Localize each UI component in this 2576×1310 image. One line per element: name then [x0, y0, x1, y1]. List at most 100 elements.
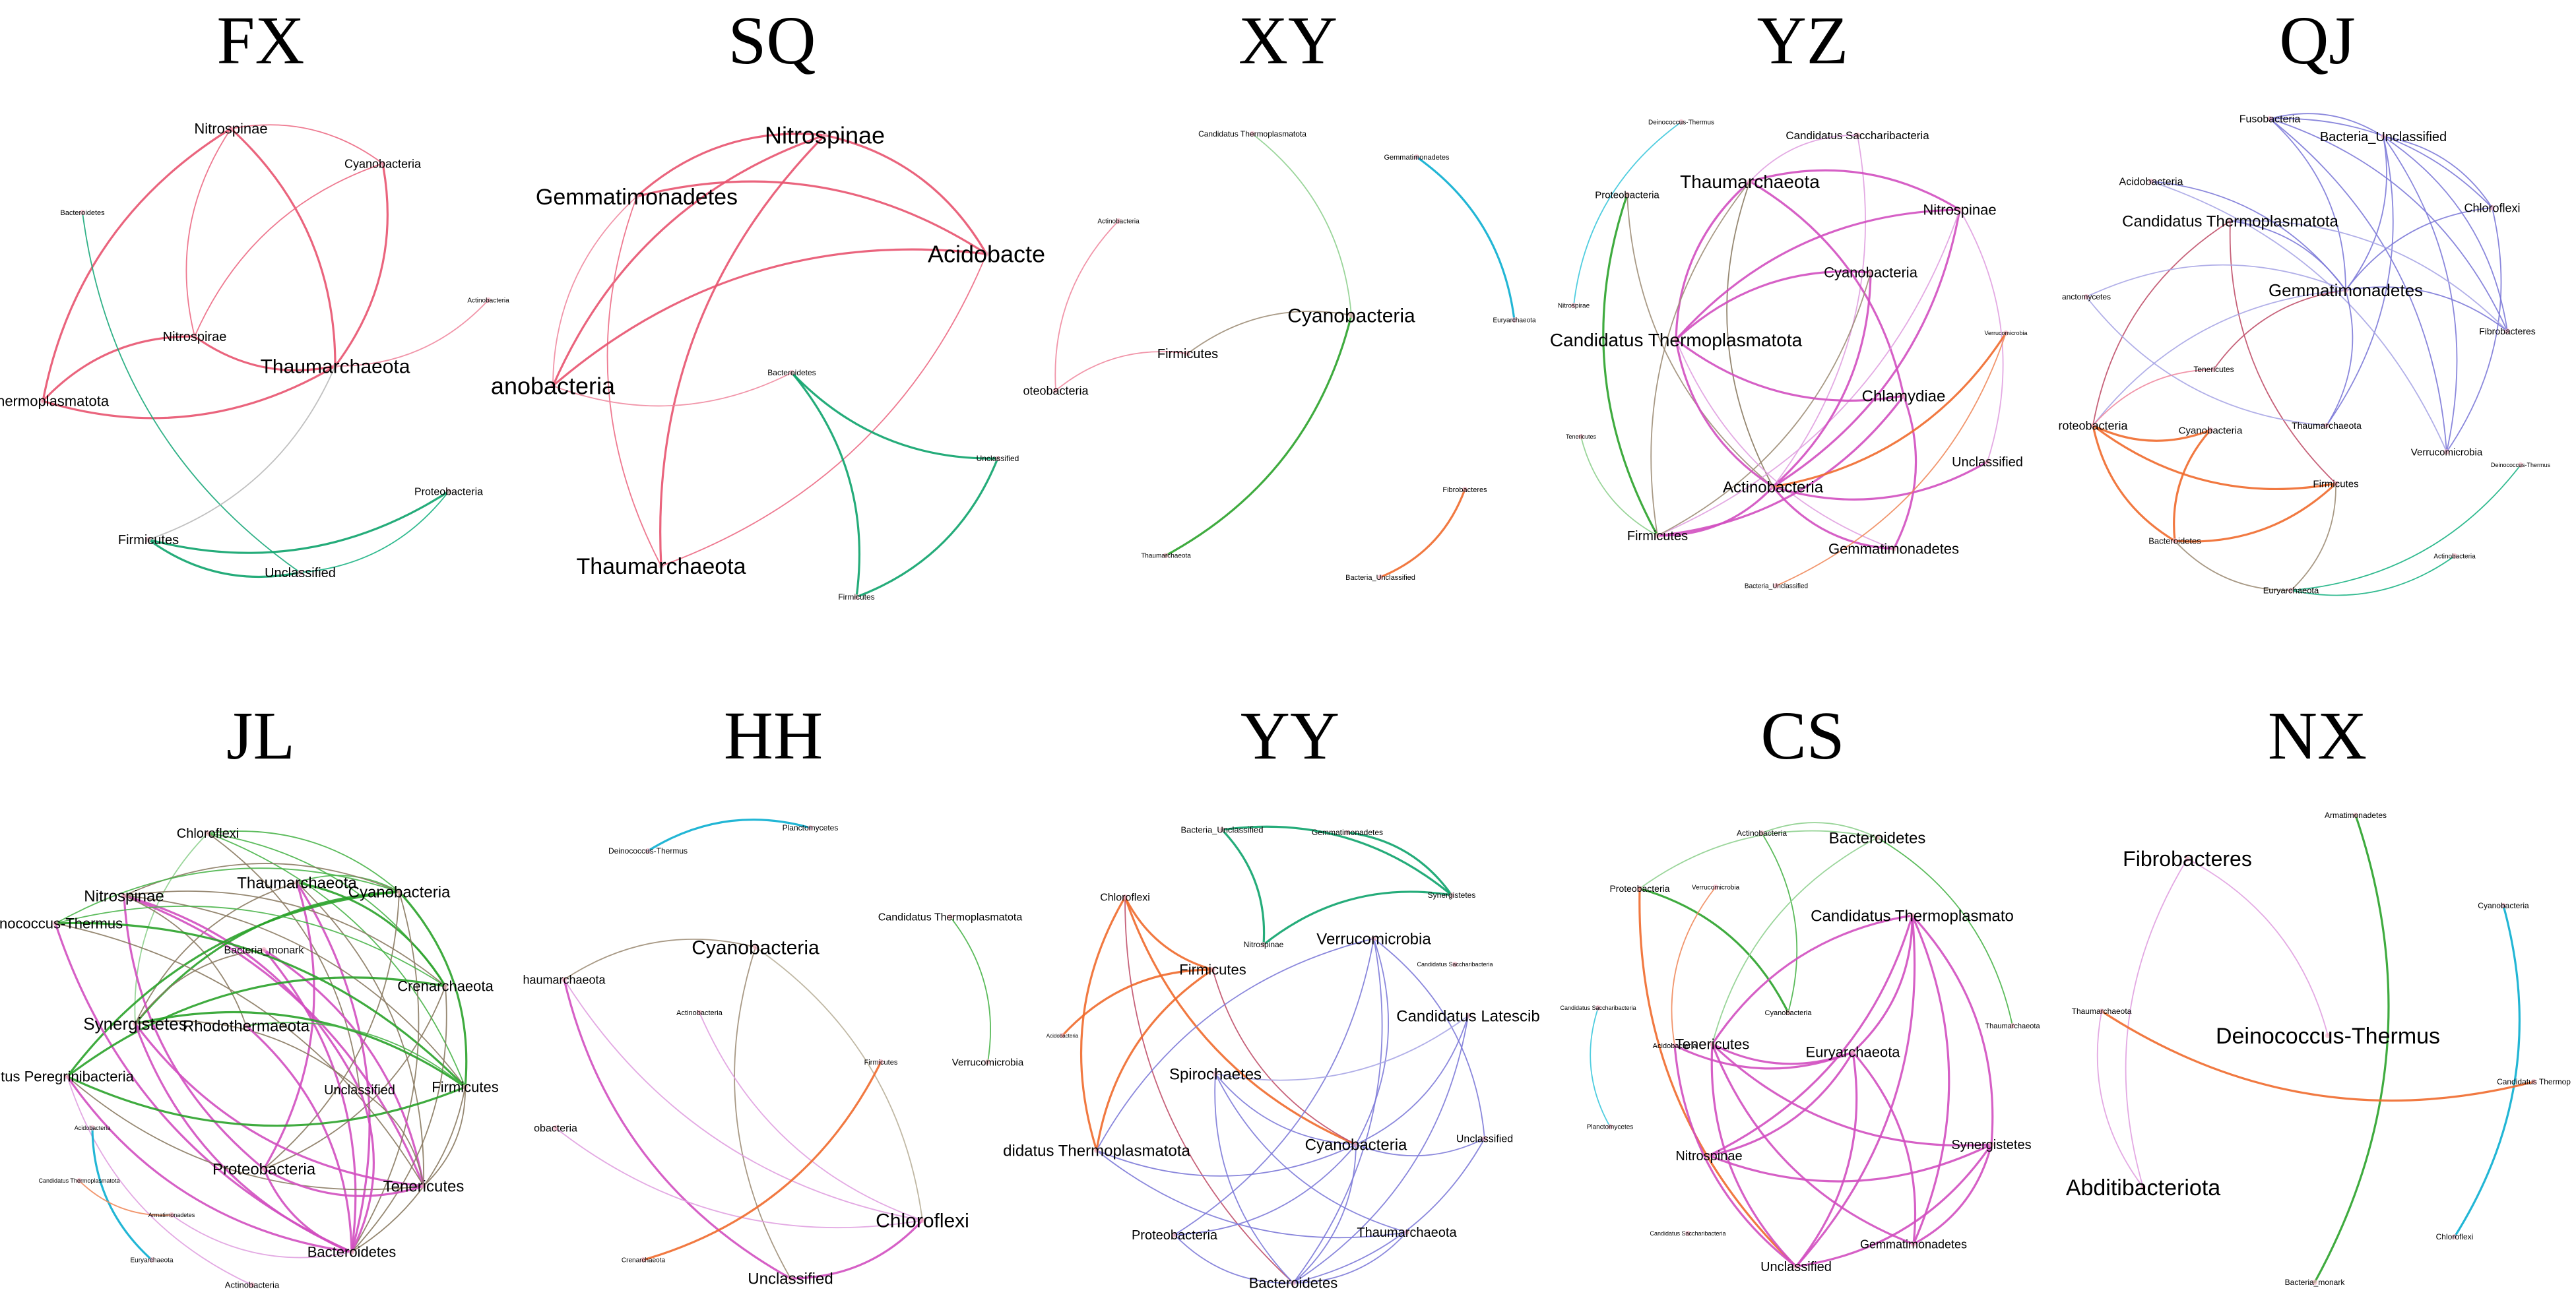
- node-dot-euryarchaeota: [2288, 588, 2294, 593]
- edge-candsacch-actinobacteria: [1772, 135, 1866, 487]
- edge-actinobacteria-bacteroidetes: [1761, 822, 1878, 838]
- edge-cyanobacteria-bacteroidetes: [552, 372, 792, 407]
- node-label-candthermo: Candidatus Thermop: [2497, 1077, 2571, 1086]
- node-label-candthermo: Candidatus Thermoplasmato: [1811, 907, 2014, 925]
- node-dot-firmicutes: [854, 594, 859, 600]
- edge-actinobacteria-chloroflexi: [699, 1012, 923, 1221]
- edge-candthermo-chlamydiae: [1675, 338, 1905, 402]
- edge-proteobacteria-bacteroidetes: [263, 1168, 353, 1253]
- edge-thaumarchaeota-nitrospinae: [1749, 169, 1961, 211]
- node-label-fibrobacteres: Fibrobacteres: [2123, 847, 2252, 871]
- node-dot-unclassified: [995, 456, 1000, 461]
- edge-thaumarchaeota-bacteroidetes: [296, 881, 371, 1253]
- edge-unclassified-bacteroidetes: [350, 1088, 375, 1253]
- edge-proteobacteria-actinobacteria: [1626, 194, 1774, 487]
- node-label-tenericutes: Tenericutes: [1566, 433, 1597, 440]
- edge-chloroflexi-firmicutes: [1124, 896, 1214, 971]
- node-label-bactunc: Bacteria_Unclassified: [1180, 825, 1263, 835]
- node-dot-candthermo: [1673, 337, 1679, 342]
- edge-bacteroidetes-unclassified: [82, 212, 301, 573]
- network-panel-fx: FXNitrospinaeCyanobacteriaBacteroidetesA…: [0, 3, 509, 580]
- node-label-firmicutes: Firmicutes: [432, 1079, 498, 1096]
- edge-synergistetes-unclassified: [1795, 1143, 1993, 1268]
- edge-firmicutes-cyanobacteria: [1187, 311, 1352, 354]
- edge-actinobacteria-gemmatimonadetes: [1772, 485, 1895, 550]
- node-label-candsacch: Candidatus Saccharibacteria: [1417, 961, 1493, 968]
- node-dot-candlatesc: [1465, 1013, 1471, 1018]
- node-dot-firmicutes: [1185, 351, 1190, 356]
- edge-candthermo-armatimonadetes: [79, 1180, 172, 1216]
- edge-rhodothermaeota-firmicutes: [245, 1022, 466, 1088]
- edge-acidobacteria-cyanobacteria: [552, 248, 988, 387]
- node-dot-bacteroidetes: [789, 370, 794, 375]
- edge-deinococcus-nitrospirae: [1573, 121, 1682, 306]
- edge-firmicutes-candthermo: [1095, 968, 1214, 1152]
- node-label-candsacch2: Candidatus Saccharibacteria: [1650, 1230, 1725, 1237]
- node-label-actinobacteria: Actinobacteria: [225, 1280, 280, 1290]
- node-group: Deinococcus-ThermusPlanctomycetesCyanoba…: [523, 823, 1023, 1288]
- edge-candthermo-synergistetes: [1911, 914, 1994, 1146]
- node-label-cyanobacteria: Cyanobacteria: [348, 883, 451, 901]
- edge-gemmatimonadetes-thaumarchaeota: [606, 196, 662, 567]
- node-label-rhodothermaeota: Rhodothermaeota: [183, 1017, 310, 1035]
- edge-group: [42, 124, 489, 578]
- edge-rhodothermaeota-bacteroidetes: [245, 1024, 353, 1253]
- node-label-fibrobacteres: Fibrobacteres: [1442, 486, 1487, 494]
- edge-acidobacteria-unclassified: [1673, 1044, 1797, 1268]
- node-dot-fibrobacteres: [1462, 487, 1467, 492]
- network-panel-sq: SQNitrospinaeGemmatimonadetesAcidobactea…: [491, 3, 1045, 602]
- edge-verrucomicrobia-proteobacteria: [1174, 938, 1374, 1235]
- node-dot-nitrospinae: [121, 893, 127, 898]
- edge-gemmatimonadetes-fibrobacteres: [2345, 286, 2508, 332]
- node-label-nitrospinae: Nitrospinae: [84, 887, 164, 905]
- node-label-cyanobacteria: Cyanobacteria: [2478, 901, 2529, 910]
- edge-proteobacteria-bacteroidetes: [1174, 1234, 1294, 1284]
- node-label-candsacch: Candidatus Saccharibacteria: [1560, 1005, 1636, 1011]
- edge-cyanobacteria-thaumarchaeota: [334, 162, 389, 367]
- node-label-gemmatimonadetes: Gemmatimonadetes: [536, 185, 738, 210]
- edge-firmicutes-proteobacteria: [1055, 351, 1188, 391]
- panel-title: JL: [226, 698, 295, 774]
- node-label-nitrospirae: Nitrospirae: [1558, 303, 1590, 310]
- network-panel-nx: NXArmatimonadetesFibrobacteresCyanobacte…: [2066, 698, 2571, 1287]
- node-dot-actinobacteria: [1770, 484, 1776, 489]
- node-label-thaumarchaeota: Thaumarchaeota: [576, 554, 746, 579]
- edge-group: [54, 830, 468, 1286]
- node-group: ArmatimonadetesFibrobacteresCyanobacteri…: [2066, 811, 2571, 1287]
- node-dot-acidobacteria: [90, 1125, 95, 1131]
- node-label-cyanobacteria: Cyanobacteria: [1305, 1136, 1407, 1154]
- edge-fibrobacteres-bactunc: [1379, 488, 1466, 578]
- edge-nitrospinae-rhodothermaeota: [123, 895, 247, 1026]
- edge-tenericutes-synergistetes: [1711, 1043, 1993, 1147]
- edge-chloroflexi-unclassified: [207, 832, 360, 1090]
- node-label-chlamydiae: Chlamydiae: [1862, 387, 1946, 405]
- edge-firmicutes-proteobacteria: [147, 490, 450, 554]
- node-label-crenarchaeota: Crenarchaeota: [397, 978, 494, 995]
- node-dot-gemmatimonadetes: [1345, 830, 1350, 835]
- node-label-bacteroidetes: Bacteroidetes: [307, 1244, 397, 1261]
- node-dot-deinococcus: [2518, 462, 2523, 468]
- edge-thaumarchaeota-actinobacteria: [1726, 181, 1774, 487]
- node-label-bacteroidetes: Bacteroidetes: [1829, 829, 1926, 847]
- node-dot-rhodothermaeota: [243, 1023, 249, 1028]
- edge-actinobacteria-firmicutes: [1656, 485, 1774, 537]
- node-label-chloroflexi: Chloroflexi: [876, 1210, 969, 1232]
- node-label-thaumarchaeota: Thaumarchaeota: [2072, 1007, 2132, 1016]
- edge-chloroflexi-bacteroidetes: [1124, 896, 1294, 1284]
- edge-fusobacteria-bactunc: [2269, 113, 2384, 137]
- node-label-cyanobacteria: Cyanobacteria: [1824, 265, 1918, 281]
- edge-nitrospinae-nitrospirae: [185, 128, 232, 337]
- node-label-bacteroidetes: Bacteroidetes: [2148, 536, 2201, 546]
- edge-candthermo-cyanobacteria: [1096, 1144, 1357, 1177]
- node-dot-armatimonadetes: [169, 1212, 174, 1218]
- node-label-actinobacteria: Actinobacteria: [1737, 828, 1787, 838]
- edge-cyanobacteria-bacteroidetes: [2173, 429, 2212, 542]
- node-label-firmicutes: Firmicutes: [2313, 478, 2358, 489]
- node-dot-fusobacteria: [2267, 116, 2272, 121]
- node-label-chloroflexi: Chloroflexi: [177, 827, 239, 841]
- node-label-firmicutes: Firmicutes: [1627, 529, 1688, 544]
- node-dot-unclassified: [1793, 1264, 1799, 1269]
